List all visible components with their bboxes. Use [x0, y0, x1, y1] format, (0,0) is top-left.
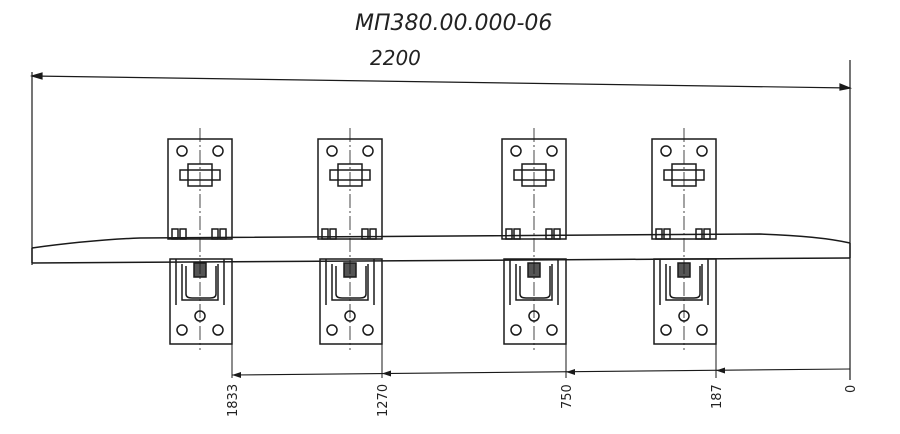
bolt-hole-icon [546, 324, 558, 336]
bolt-hole-icon [660, 324, 672, 336]
mounting-bracket [167, 128, 233, 378]
mounting-bracket [651, 128, 717, 378]
position-dimension-label: 1833 [226, 384, 241, 417]
bolt-hole-icon [362, 145, 374, 157]
bolt-hole-icon [660, 145, 672, 157]
dimension-arrow-icon [232, 372, 241, 378]
bolt-hole-icon [510, 145, 522, 157]
bolt-hole-icon [696, 324, 708, 336]
drawing-designation: МП380.00.000-06 [355, 11, 552, 36]
position-dimension-label: 187 [710, 384, 725, 409]
bolt-hole-icon [176, 145, 188, 157]
conveyor-beam [31, 233, 851, 264]
bolt-hole-icon [696, 145, 708, 157]
position-dimension-label: 0 [844, 385, 859, 393]
position-dimension-label: 1270 [376, 384, 391, 417]
bolt-hole-icon [546, 145, 558, 157]
dimension-arrow-icon [566, 369, 575, 375]
bolt-hole-icon [510, 324, 522, 336]
overall-dimension-line [29, 60, 853, 380]
bolt-hole-icon [212, 324, 224, 336]
dimension-arrow-icon [382, 370, 391, 377]
bolt-hole-icon [176, 324, 188, 336]
bolt-hole-icon [212, 145, 224, 157]
dimension-arrow-icon [716, 367, 725, 374]
bolt-hole-icon [326, 324, 338, 336]
overall-length-dimension: 2200 [370, 46, 421, 70]
bolt-hole-icon [362, 324, 374, 336]
mounting-bracket [317, 128, 383, 378]
position-dimension-line [231, 368, 851, 376]
position-dimension-label: 750 [560, 384, 575, 409]
bolt-hole-icon [326, 145, 338, 157]
mounting-bracket [501, 128, 567, 378]
